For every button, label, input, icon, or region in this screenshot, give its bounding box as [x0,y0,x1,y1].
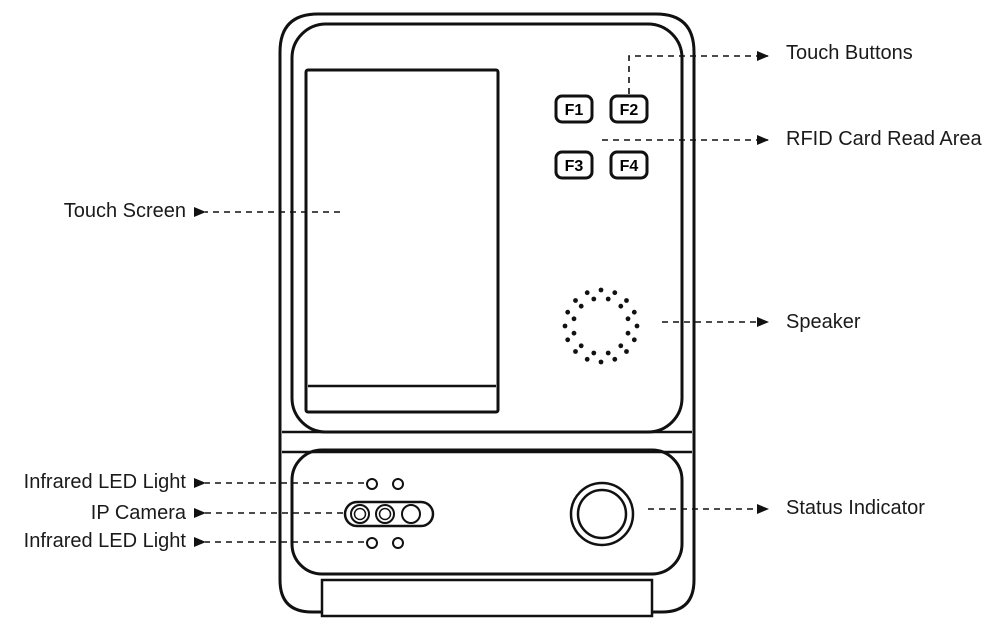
speaker-hole [634,323,640,329]
label-ir-led-top: Infrared LED Light [23,471,186,493]
speaker-hole [618,303,624,309]
speaker-hole [624,298,629,303]
speaker-hole [571,316,577,322]
label-ir-led-bottom: Infrared LED Light [23,530,186,552]
speaker-hole [571,330,577,336]
status-indicator [569,481,635,547]
speaker-hole [612,356,618,362]
speaker-hole [591,296,597,302]
speaker-hole [612,290,618,296]
speaker-hole [624,349,629,354]
key-f2-label: F2 [620,102,639,119]
speaker-hole [584,356,590,362]
speaker-hole [631,337,637,343]
key-f1-label: F1 [565,102,584,119]
touch-screen [304,68,500,414]
touch-buttons: F1 F2 F3 F4 [554,94,649,180]
speaker-hole [625,330,631,336]
speaker-hole [605,350,611,356]
speaker-hole [605,296,611,302]
speaker-hole [573,298,578,303]
speaker-hole [598,287,604,293]
label-ip-camera: IP Camera [90,502,186,524]
leader-touch-buttons [628,51,769,94]
speaker-hole [618,343,624,349]
speaker-hole [578,303,584,309]
speaker-hole [565,309,571,315]
key-f3-label: F3 [565,158,584,175]
speaker-hole [598,359,604,365]
label-rfid-area: RFID Card Read Area [786,128,982,150]
ip-camera [343,500,435,528]
speaker-hole [591,350,597,356]
speaker-hole [562,323,568,329]
label-touch-screen: Touch Screen [63,200,186,222]
label-status-indicator: Status Indicator [786,497,925,519]
speaker-hole [584,290,590,296]
key-f3: F3 [554,150,594,180]
key-f2: F2 [609,94,649,124]
key-f1: F1 [554,94,594,124]
speaker-grille [562,287,640,365]
speaker-hole [578,343,584,349]
label-touch-buttons: Touch Buttons [786,42,913,64]
speaker-hole [565,337,571,343]
device-body [278,12,696,618]
key-f4-label: F4 [620,158,639,175]
key-f4: F4 [609,150,649,180]
leader-lines [194,51,769,547]
infrared-led-top [366,478,404,490]
infrared-led-bottom [366,537,404,549]
speaker-hole [625,316,631,322]
speaker-hole [631,309,637,315]
label-speaker: Speaker [786,311,861,333]
speaker-hole [573,349,578,354]
